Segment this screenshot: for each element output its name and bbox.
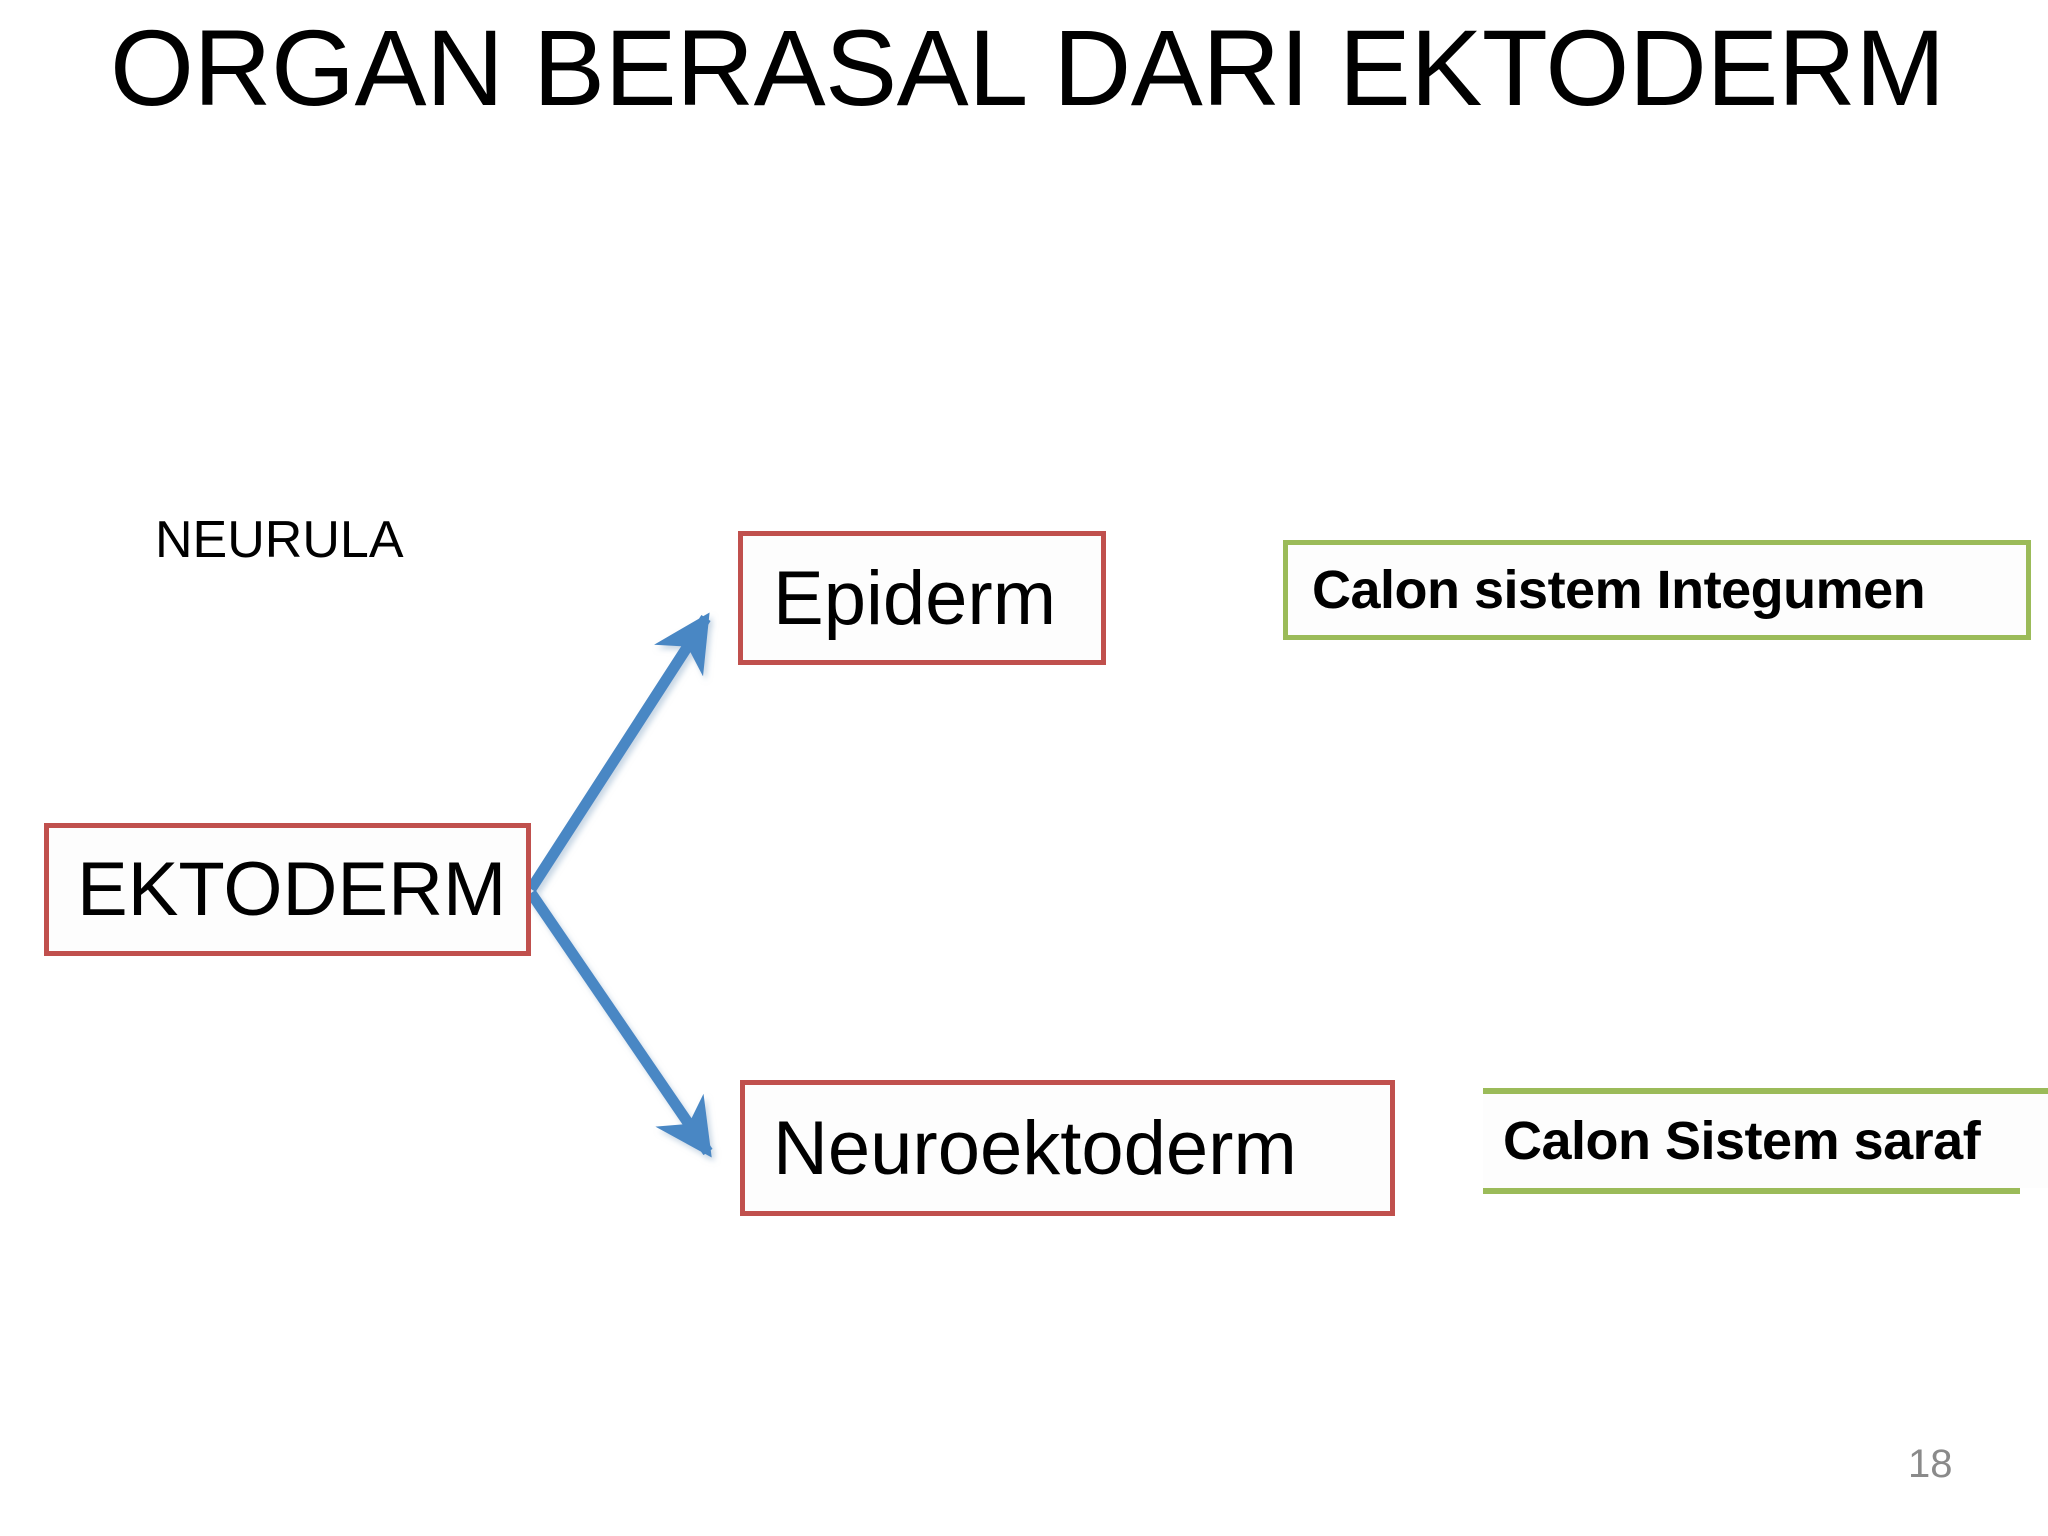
node-epiderm[interactable]: Epiderm <box>738 531 1106 665</box>
node-calon-sistem-saraf-label: Calon Sistem saraf <box>1503 1111 1981 1171</box>
node-ektoderm[interactable]: EKTODERM <box>44 823 531 956</box>
node-calon-sistem-saraf[interactable]: Calon Sistem saraf <box>1483 1088 2048 1194</box>
arrow-ektoderm-to-neuroektoderm <box>526 889 713 1158</box>
node-calon-sistem-integumen[interactable]: Calon sistem Integumen <box>1283 540 2031 640</box>
node-neuroektoderm-label: Neuroektoderm <box>773 1105 1297 1191</box>
node-ektoderm-label: EKTODERM <box>77 847 507 932</box>
page-title: ORGAN BERASAL DARI EKTODERM <box>110 7 1945 128</box>
page-number: 18 <box>1908 1442 1953 1486</box>
node-calon-sistem-integumen-label: Calon sistem Integumen <box>1312 560 1926 620</box>
neurula-label: NEURULA <box>155 511 404 569</box>
node-epiderm-label: Epiderm <box>773 555 1056 641</box>
arrow-ektoderm-to-epiderm <box>526 612 711 892</box>
node-neuroektoderm[interactable]: Neuroektoderm <box>740 1080 1395 1216</box>
